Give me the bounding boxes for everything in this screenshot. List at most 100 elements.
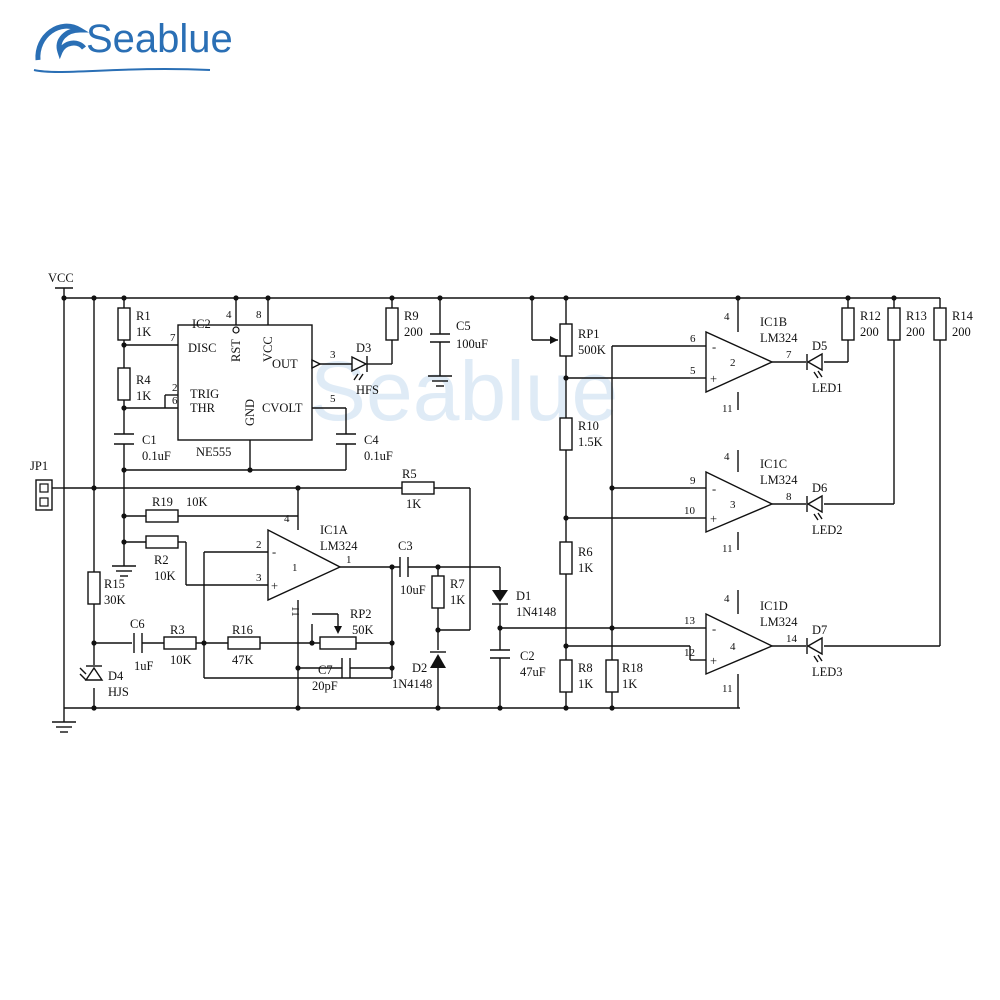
r12-label: R12 [860, 309, 881, 323]
ic1c-number: 3 [730, 499, 736, 511]
ic1a-opamp [267, 528, 342, 602]
r19-value: 10K [186, 495, 208, 509]
reset-bubble-icon [232, 326, 240, 334]
jp1-connector [35, 479, 53, 511]
ic2-pin8: 8 [256, 309, 262, 321]
ic2-pin5: 5 [330, 393, 336, 405]
r3-value: 10K [170, 653, 192, 667]
r12-resistor [841, 307, 855, 341]
r16-resistor [227, 636, 261, 650]
c3-capacitor [399, 557, 409, 577]
wires [52, 287, 941, 733]
ic1a-pin2: 2 [256, 539, 262, 551]
r8-value: 1K [578, 677, 593, 691]
ic1b-pin4: 4 [724, 311, 730, 323]
ic1a-pin4: 4 [284, 513, 290, 525]
r13-resistor [887, 307, 901, 341]
r13-label: R13 [906, 309, 927, 323]
ic1d-pin12: 12 [684, 647, 695, 659]
ic2-pin6: 6 [172, 395, 178, 407]
r4-resistor [117, 367, 131, 401]
ic1b-opamp [705, 330, 774, 394]
r10-label: R10 [578, 419, 599, 433]
d2-label: D2 [412, 661, 427, 675]
d1-diode [492, 590, 508, 605]
ic1c-pin4: 4 [724, 451, 730, 463]
d5-led [806, 352, 823, 379]
c2-capacitor [490, 649, 510, 659]
r8-label: R8 [578, 661, 593, 675]
r7-value: 1K [450, 593, 465, 607]
r8-resistor [559, 659, 573, 693]
c1-label: C1 [142, 433, 157, 447]
pin-trig-label: TRIG [190, 387, 219, 401]
r1-value: 1K [136, 325, 151, 339]
c6-value: 1uF [134, 659, 154, 673]
ic1a-number: 1 [292, 562, 298, 574]
r15-label: R15 [104, 577, 125, 591]
r16-label: R16 [232, 623, 253, 637]
r2-value: 10K [154, 569, 176, 583]
ic1c-pin9: 9 [690, 475, 696, 487]
r12-value: 200 [860, 325, 879, 339]
r2-resistor [145, 535, 179, 549]
c7-label: C7 [318, 663, 333, 677]
ic1b-part: LM324 [760, 331, 798, 345]
ic1d-pin4: 4 [724, 593, 730, 605]
rp1-label: RP1 [578, 327, 600, 341]
c7-capacitor [341, 658, 351, 678]
d6-label: D6 [812, 481, 827, 495]
r6-value: 1K [578, 561, 593, 575]
d5-label: D5 [812, 339, 827, 353]
r7-label: R7 [450, 577, 465, 591]
rp2-potentiometer [319, 636, 357, 650]
rp1-wiper-icon [550, 336, 558, 344]
r5-resistor [401, 481, 435, 495]
ic2-pin3: 3 [330, 349, 336, 361]
r10-value: 1.5K [578, 435, 603, 449]
ic1b-pin6: 6 [690, 333, 696, 345]
ic1d-label: IC1D [760, 599, 788, 613]
r3-resistor [163, 636, 197, 650]
ic1a-plus: + [271, 579, 278, 593]
r9-resistor [385, 307, 399, 341]
ic2-pin7: 7 [170, 332, 176, 344]
r9-label: R9 [404, 309, 419, 323]
ic1d-pin13: 13 [684, 615, 696, 627]
junctions [61, 295, 897, 711]
r18-label: R18 [622, 661, 643, 675]
r1-resistor [117, 307, 131, 341]
ic1c-plus: + [710, 512, 717, 526]
d2-value: 1N4148 [392, 677, 432, 691]
wave-icon [35, 23, 90, 61]
c2-value: 47uF [520, 665, 546, 679]
rp2-wiper-icon [334, 626, 342, 634]
pin-rst-label: RST [229, 339, 243, 362]
r9-value: 200 [404, 325, 423, 339]
out-arrow-icon [311, 358, 322, 370]
d7-label: D7 [812, 623, 827, 637]
r18-value: 1K [622, 677, 637, 691]
pin-out-label: OUT [272, 357, 298, 371]
d3-label: D3 [356, 341, 371, 355]
c6-capacitor [133, 633, 143, 653]
ic1d-part: LM324 [760, 615, 798, 629]
d1-label: D1 [516, 589, 531, 603]
rp2-value: 50K [352, 623, 374, 637]
ic1c-opamp [705, 470, 774, 534]
ic2-label: IC2 [192, 317, 211, 331]
ic1b-minus: - [712, 340, 716, 354]
c2-label: C2 [520, 649, 535, 663]
rp1-potentiometer [559, 323, 573, 357]
r6-label: R6 [578, 545, 593, 559]
c5-label: C5 [456, 319, 471, 333]
r7-resistor [431, 575, 445, 609]
r13-value: 200 [906, 325, 925, 339]
ic1c-minus: - [712, 482, 716, 496]
r5-value: 1K [406, 497, 421, 511]
r14-value: 200 [952, 325, 971, 339]
rp2-label: RP2 [350, 607, 372, 621]
ic2-pin2: 2 [172, 382, 178, 394]
c1-value: 0.1uF [142, 449, 171, 463]
